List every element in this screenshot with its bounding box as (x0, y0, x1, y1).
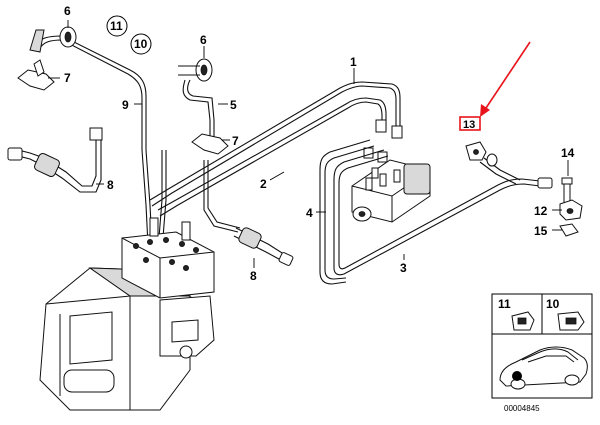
hydraulic-module (39, 217, 215, 411)
callout-1: 1 (350, 55, 357, 69)
circled-11: 11 (110, 19, 123, 33)
fittings-right (363, 119, 403, 163)
clip-12 (559, 199, 583, 221)
grommet-6-center (178, 58, 213, 82)
callout-6-left: 6 (64, 4, 71, 18)
pipe-1 (149, 81, 401, 207)
inset-panel: 11 10 (491, 293, 593, 399)
callout-5: 5 (230, 98, 237, 112)
callout-12: 12 (534, 204, 548, 218)
inset-part-10 (557, 311, 585, 331)
reference-number: 00004845 (504, 404, 540, 413)
inset-label-10: 10 (546, 297, 560, 311)
circled-10: 10 (134, 37, 148, 51)
clip-7-left (17, 59, 55, 91)
callout-7-left: 7 (64, 71, 71, 85)
distribution-block (351, 159, 431, 223)
clip-7-center (191, 133, 229, 155)
circled-labels: 11 10 (106, 15, 152, 55)
callout-2: 2 (260, 177, 267, 191)
callout-7-center: 7 (232, 134, 239, 148)
callout-8-center: 8 (250, 269, 257, 283)
red-arrow-shaft (483, 41, 531, 112)
inset-car-outline (499, 346, 588, 390)
red-arrow-head (480, 104, 490, 117)
pipe-5 (182, 79, 215, 140)
hose-8-left (7, 127, 103, 193)
callout-9: 9 (122, 98, 129, 112)
grommet-6-left (29, 26, 77, 53)
callout-3: 3 (400, 261, 407, 275)
callout-15: 15 (534, 224, 548, 238)
fitting-3-end (537, 177, 553, 189)
inset-part-11 (511, 311, 535, 331)
highlight-box (459, 116, 481, 131)
highlight-13: 13 (459, 41, 531, 131)
bracket-13 (465, 141, 498, 167)
callout-14: 14 (561, 146, 575, 160)
leader-lines (48, 20, 569, 268)
callout-4: 4 (306, 206, 313, 220)
callout-8-left: 8 (107, 178, 114, 192)
nut-15 (559, 223, 579, 237)
inset-label-11: 11 (498, 297, 511, 311)
hose-8-center (233, 227, 294, 266)
highlight-13-label: 13 (463, 119, 475, 131)
pipe-4 (319, 139, 375, 285)
pipe-2 (157, 97, 387, 217)
callout-labels: 6 6 7 7 5 9 8 8 1 2 4 3 14 12 15 (64, 4, 575, 283)
callout-6-center: 6 (200, 33, 207, 47)
